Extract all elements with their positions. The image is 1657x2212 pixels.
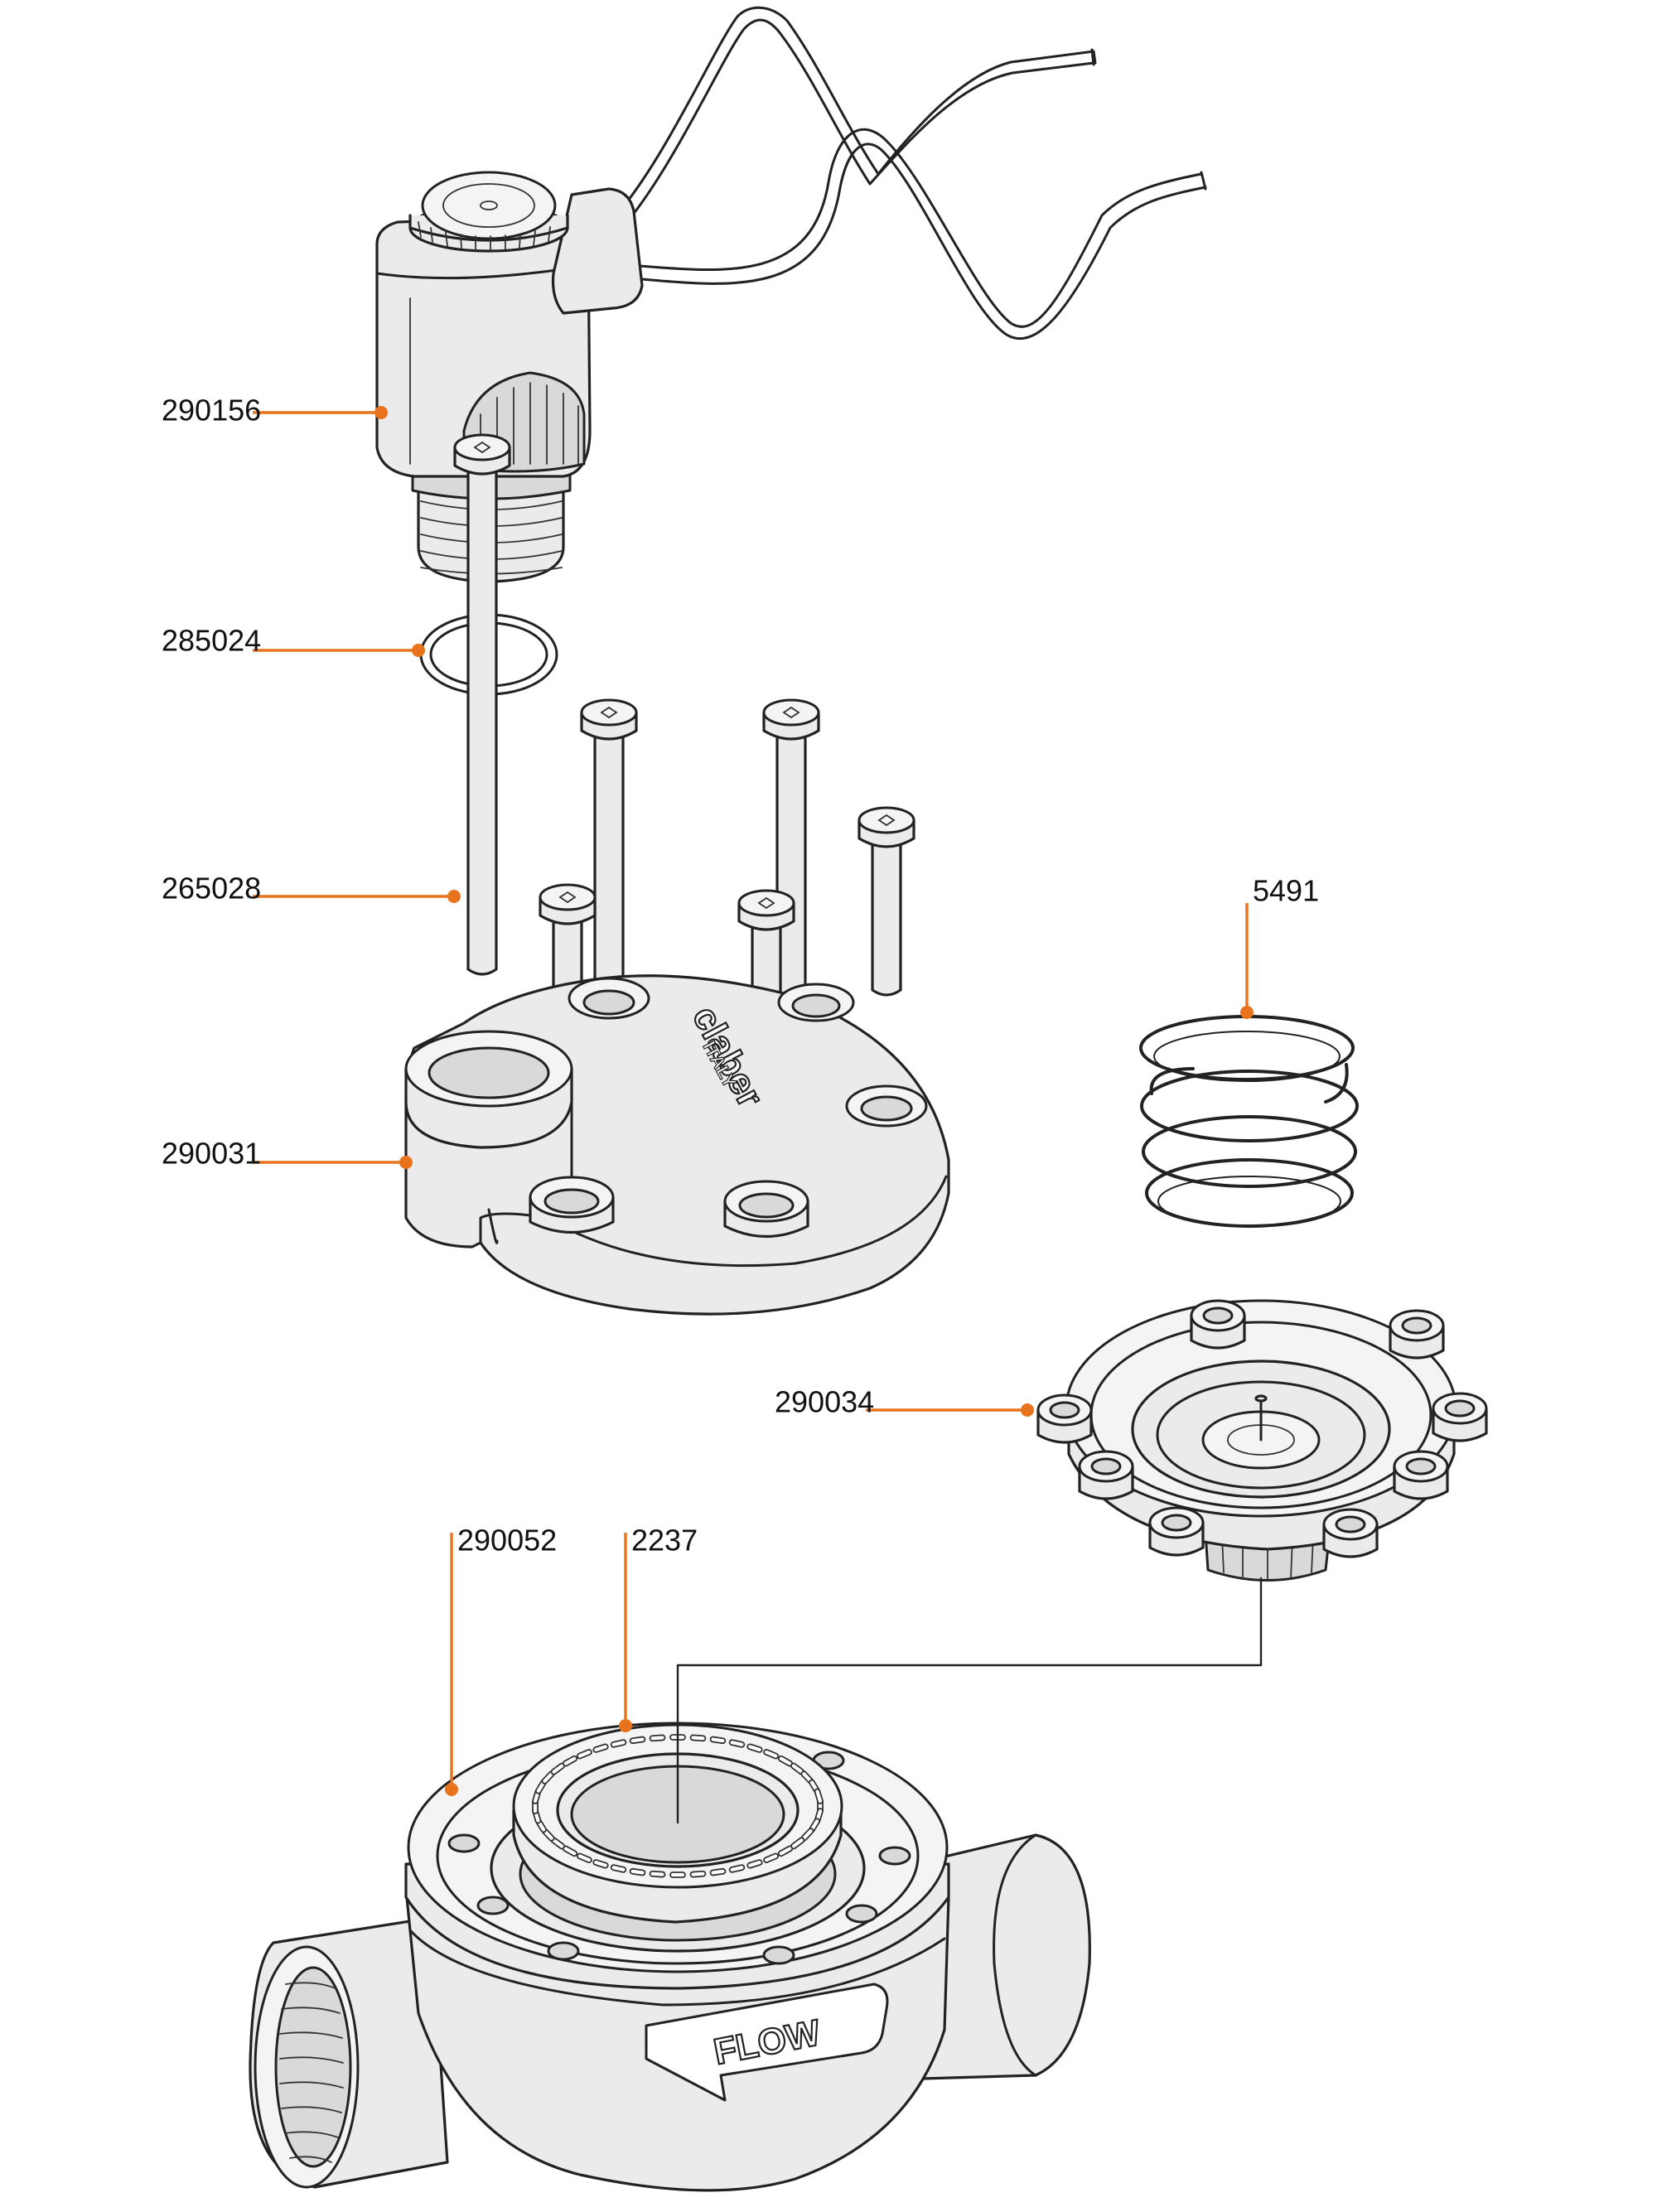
seat-slot xyxy=(777,1845,794,1857)
callout-290034: 290034 xyxy=(775,1385,874,1419)
flow-direction-marking: FLOW xyxy=(711,2012,824,2073)
diaphragm-tab xyxy=(1036,1393,1093,1444)
seat-slot xyxy=(576,1749,592,1760)
diaphragm-part xyxy=(1036,1299,1488,1582)
seat-slot xyxy=(709,1736,727,1745)
diaphragm-tab xyxy=(1393,1450,1449,1500)
seat-slot xyxy=(629,1736,646,1745)
spring-part xyxy=(1139,1015,1359,1228)
seat-slot xyxy=(610,1739,627,1748)
callout-290156: 290156 xyxy=(162,394,261,427)
seat-slot xyxy=(576,1852,592,1863)
seat-slot xyxy=(649,1870,666,1878)
callout-290031: 290031 xyxy=(162,1137,261,1171)
seat-slot xyxy=(592,1743,609,1753)
seat-slot xyxy=(746,1859,763,1869)
seat-slot xyxy=(669,1872,686,1878)
seat-slot xyxy=(763,1852,780,1863)
callout-5491: 5491 xyxy=(1253,874,1319,908)
seat-slot xyxy=(763,1749,780,1760)
seat-slot xyxy=(689,1870,707,1878)
diaphragm-tab xyxy=(1190,1299,1246,1350)
callout-290052: 290052 xyxy=(457,1524,557,1558)
seat-slot xyxy=(814,1788,824,1804)
callout-leaders xyxy=(253,406,1254,1796)
diaphragm-tab xyxy=(1432,1392,1488,1442)
callout-285024: 285024 xyxy=(162,624,261,658)
solenoid-part xyxy=(375,171,644,583)
diaphragm-tab xyxy=(1322,1508,1379,1558)
assembly-guide-line xyxy=(676,1577,1263,1824)
seat-slot xyxy=(728,1739,746,1748)
diaphragm-mounting-tabs xyxy=(1036,1299,1488,1558)
seat-slot xyxy=(689,1734,707,1742)
seat-slot xyxy=(649,1734,666,1742)
seat-slot xyxy=(746,1743,763,1753)
diaphragm-tab xyxy=(1389,1309,1445,1360)
seat-slot xyxy=(610,1864,627,1873)
seat-slot xyxy=(629,1867,646,1876)
callout-265028: 265028 xyxy=(162,872,261,906)
seat-slot xyxy=(728,1864,746,1873)
solenoid-wires xyxy=(607,6,1207,340)
callout-2237: 2237 xyxy=(631,1524,698,1558)
seat-slot xyxy=(562,1755,578,1767)
diaphragm-tab xyxy=(1148,1506,1205,1557)
screw xyxy=(857,806,915,997)
seat-slot xyxy=(592,1859,609,1869)
seat-slot xyxy=(709,1867,727,1876)
diaphragm-tab xyxy=(1078,1450,1134,1500)
bonnet-part: claber ITALY xyxy=(404,974,950,1316)
screw xyxy=(453,433,511,976)
